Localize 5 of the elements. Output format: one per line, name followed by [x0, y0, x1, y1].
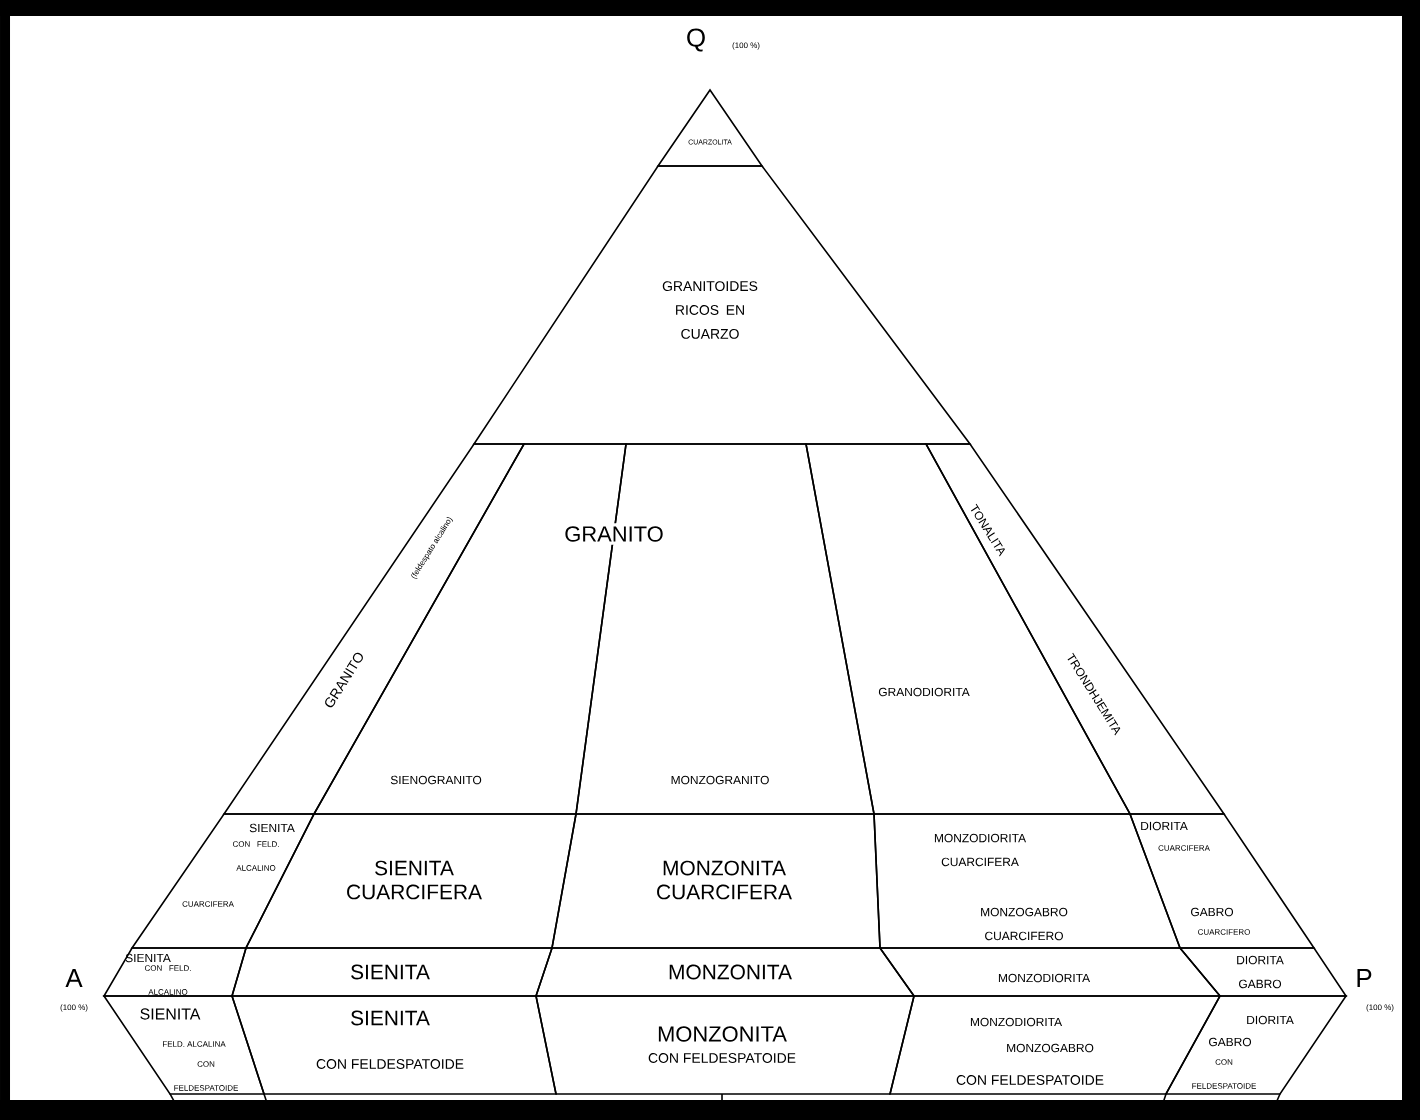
vertex-label: Q [682, 25, 710, 55]
vertex-label: A [62, 966, 86, 990]
rock-field: MONZONITA CUARCIFERA [551, 813, 881, 949]
vertex-label: GRANITO [561, 523, 667, 545]
vertex-label: P [1352, 966, 1376, 990]
